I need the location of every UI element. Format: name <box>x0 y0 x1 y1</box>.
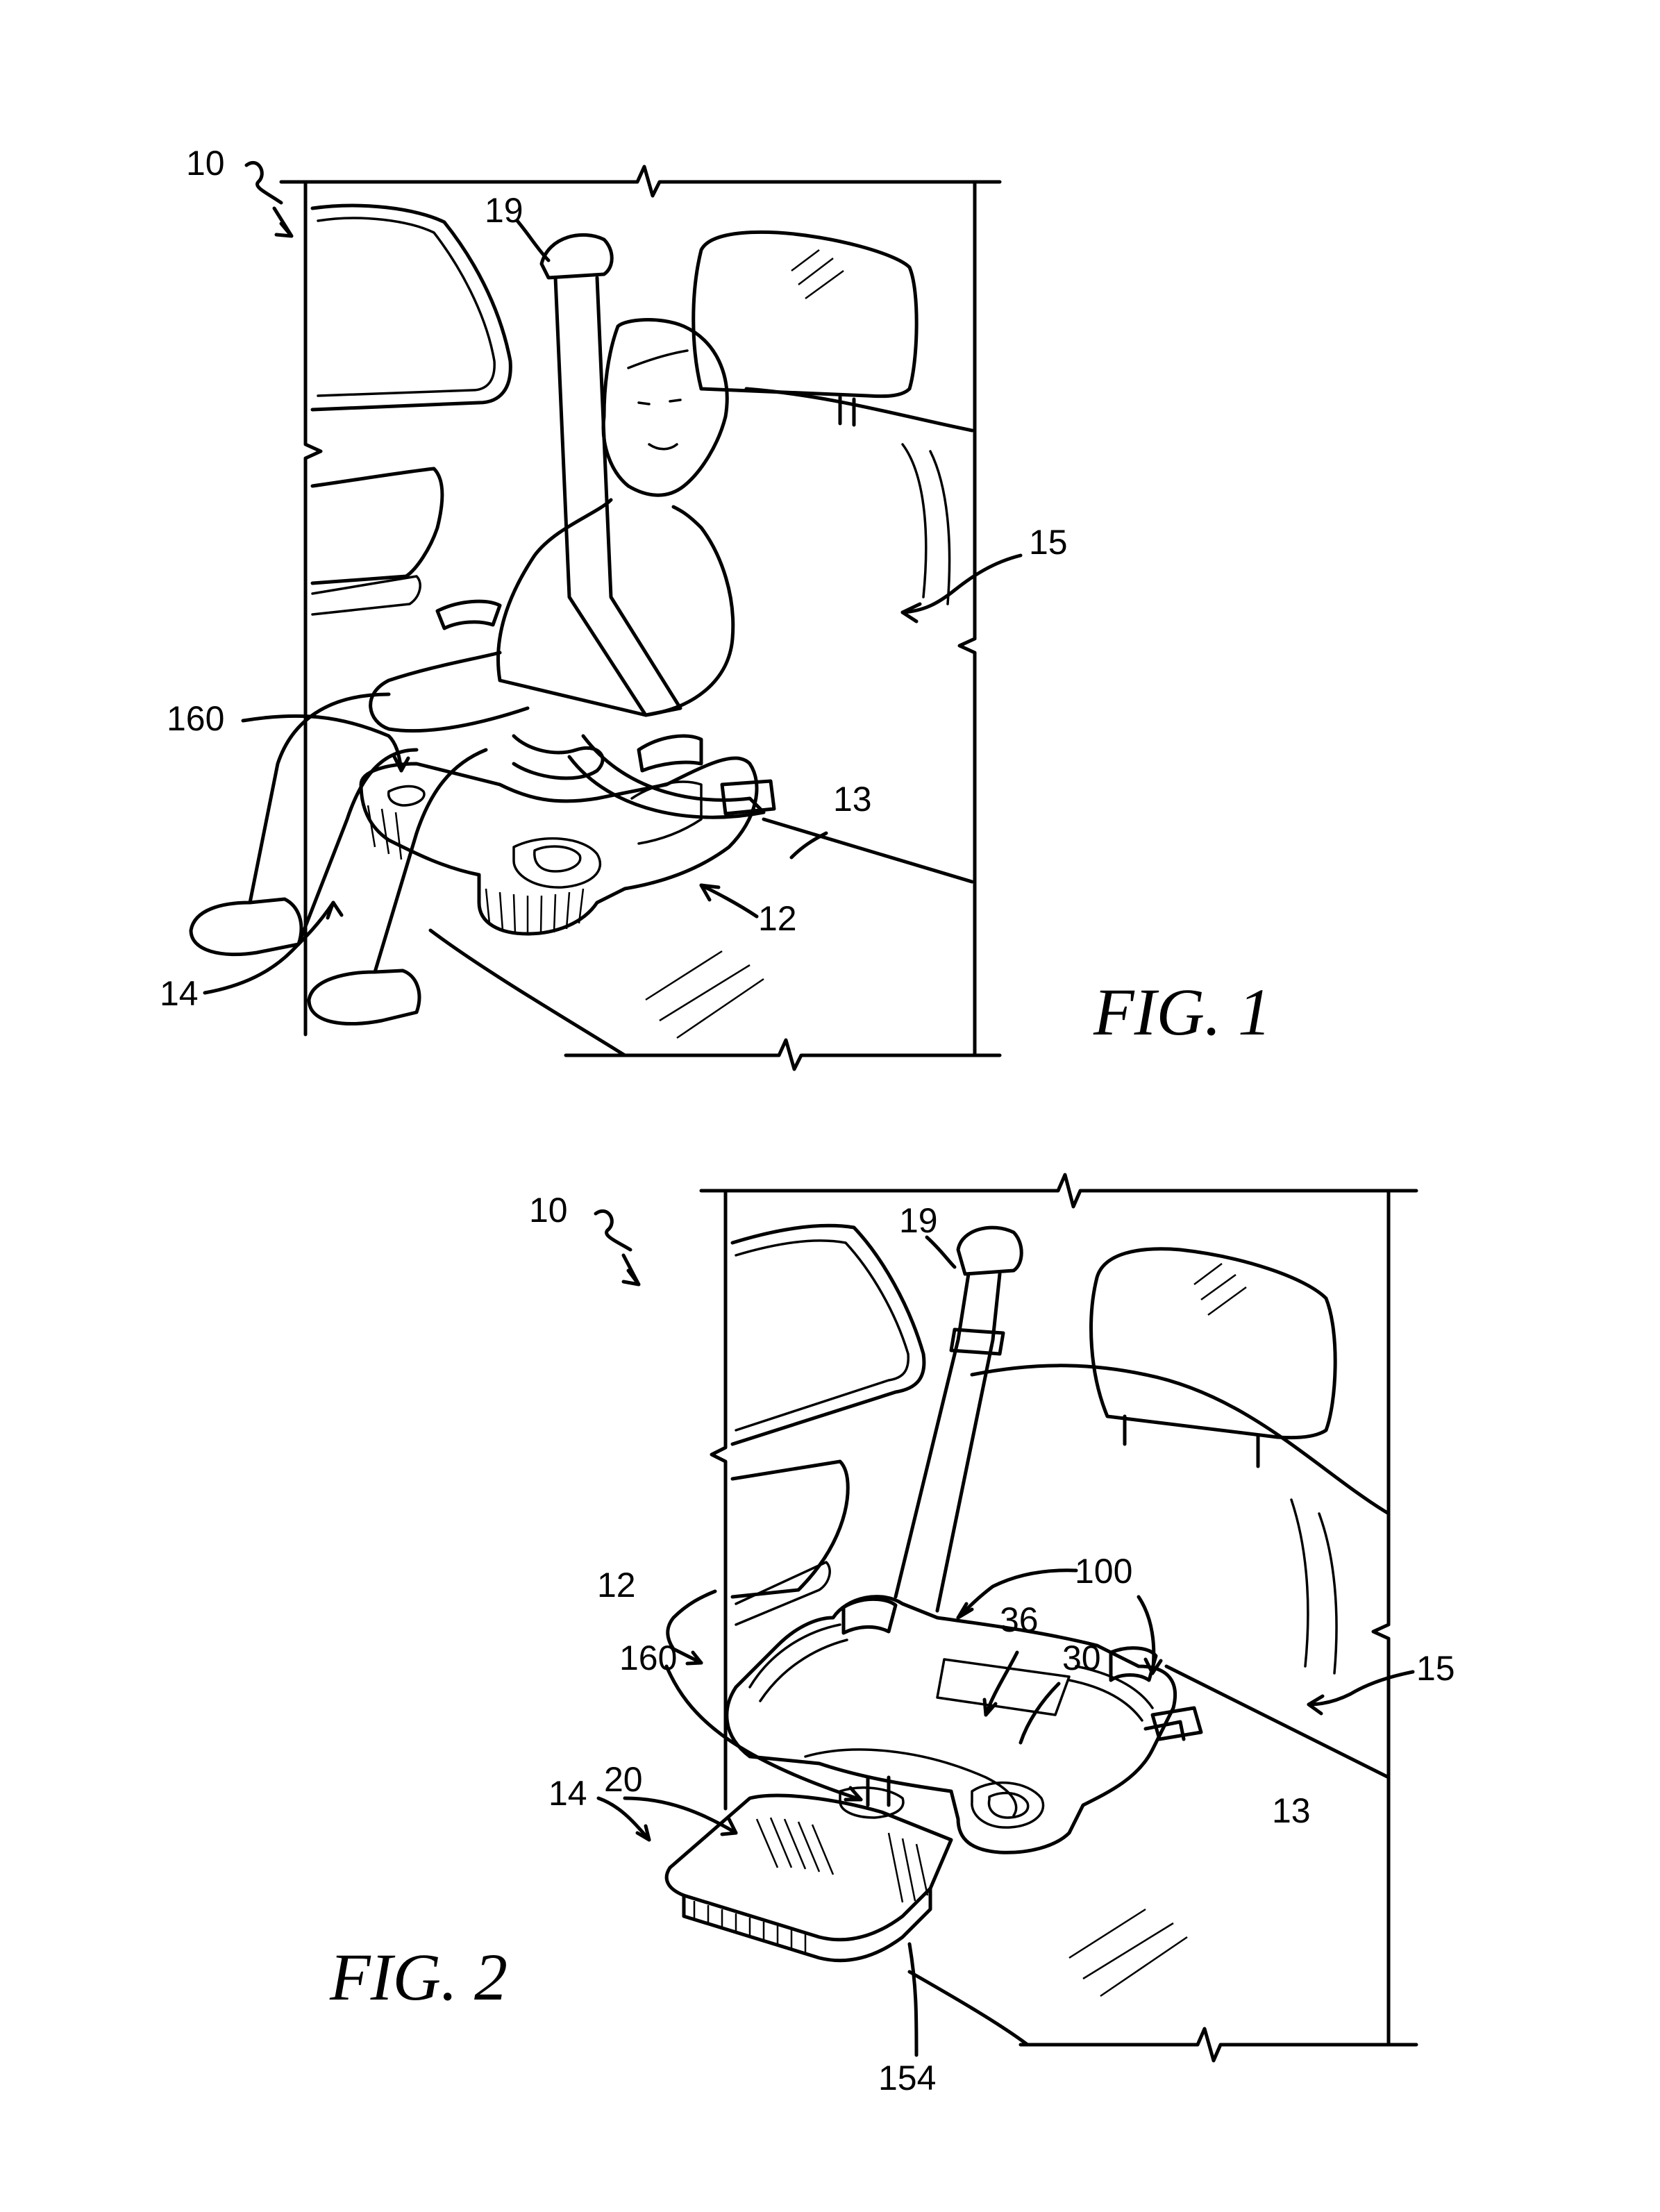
fig2-ref-36: 36 <box>1000 1600 1039 1639</box>
fig1-ref-160: 160 <box>167 699 224 738</box>
fig2-title: FIG. 2 <box>329 1940 508 2014</box>
fig2-ref-100: 100 <box>1075 1552 1132 1591</box>
fig1-ref-15: 15 <box>1029 523 1068 562</box>
fig1-ref-10: 10 <box>186 144 225 183</box>
fig1-seat-belt <box>542 235 774 817</box>
fig1-ref-13: 13 <box>833 780 872 819</box>
fig1-frame <box>281 167 1000 1069</box>
fig1-ref-19: 19 <box>485 191 523 230</box>
fig2-ref-154: 154 <box>878 2059 936 2097</box>
fig1-title: FIG. 1 <box>1093 975 1271 1049</box>
fig1-door <box>312 206 510 614</box>
fig2-booster-seat <box>666 1597 1184 1961</box>
fig1-child <box>191 320 733 1024</box>
fig2-ref-12: 12 <box>597 1566 636 1604</box>
fig2-reference-labels: 10 19 100 12 36 30 15 160 20 14 13 154 <box>529 1191 1455 2097</box>
fig2-ref-30: 30 <box>1062 1639 1101 1677</box>
fig1-reference-labels: 10 19 15 160 13 12 14 <box>160 144 1068 1013</box>
fig1-booster-seat <box>361 601 757 934</box>
figure-1: 10 19 15 160 13 12 14 FIG. 1 <box>160 144 1271 1069</box>
fig2-ref-14: 14 <box>548 1774 587 1813</box>
fig2-ref-10: 10 <box>529 1191 568 1230</box>
fig1-ref-14: 14 <box>160 974 199 1013</box>
fig1-seat-cushion <box>430 819 972 1055</box>
fig2-ref-160: 160 <box>619 1639 677 1677</box>
fig2-seat-cushion <box>909 1666 1389 2045</box>
fig2-ref-20: 20 <box>604 1760 643 1799</box>
fig2-ref-19: 19 <box>899 1201 938 1240</box>
figure-2: 10 19 100 12 36 30 15 160 20 14 13 154 F… <box>329 1175 1455 2097</box>
fig2-ref-15: 15 <box>1416 1649 1455 1688</box>
fig1-ref-12: 12 <box>758 899 797 938</box>
fig1-seatback <box>694 232 972 604</box>
fig2-door <box>732 1225 924 1625</box>
fig2-ref-13: 13 <box>1272 1791 1311 1830</box>
